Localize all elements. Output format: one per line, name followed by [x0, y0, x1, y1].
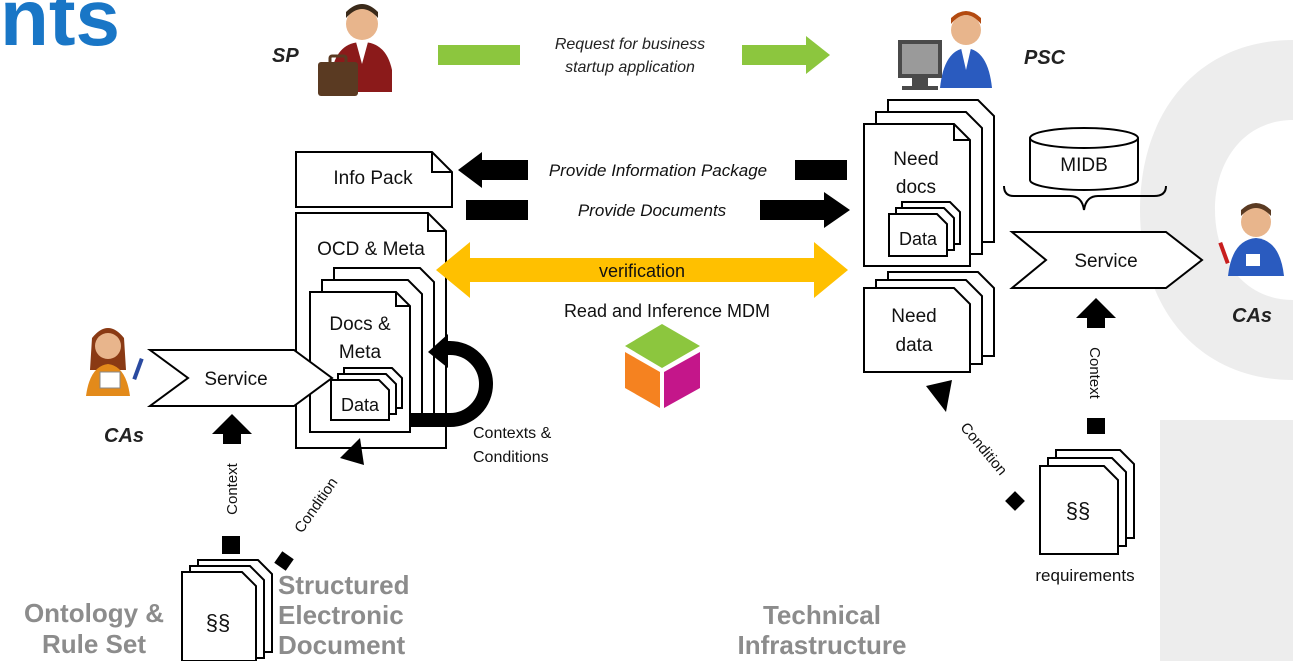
ontology-label-line2: Rule Set	[42, 629, 146, 659]
info-pack-document	[295, 151, 453, 208]
data-right-label: Data	[899, 229, 938, 249]
read-inference-label: Read and Inference MDM	[564, 301, 770, 321]
context-left-label: Context	[224, 462, 241, 515]
condition-left-label: Condition	[291, 475, 341, 537]
need-data-document-stack	[863, 271, 995, 373]
cas-right-businessman-icon	[1218, 203, 1284, 276]
psc-computer-operator-icon	[898, 11, 992, 90]
paragraphs-document-stack-right	[1039, 449, 1135, 555]
contexts-conditions-line1: Contexts &	[473, 425, 552, 442]
context-left-arrow	[212, 414, 252, 554]
service-right-label: Service	[1074, 251, 1137, 272]
need-data-label-line1: Need	[891, 306, 936, 327]
structured-label-line1: Structured	[278, 570, 409, 600]
cas-left-woman-icon	[86, 328, 144, 396]
background-watermark	[1140, 40, 1293, 661]
service-right-chevron	[1009, 231, 1204, 289]
ontology-label-line1: Ontology &	[24, 598, 164, 628]
verification-label: verification	[599, 261, 685, 281]
slide-title-fragment: nts	[0, 0, 120, 62]
cas-left-label: CAs	[104, 425, 144, 447]
need-docs-label-line2: docs	[896, 177, 936, 198]
data-left-label: Data	[341, 395, 380, 415]
context-right-arrow	[1076, 298, 1116, 434]
psc-label: PSC	[1024, 47, 1066, 69]
docs-meta-label-line1: Docs &	[329, 314, 391, 335]
info-package-label: Provide Information Package	[549, 161, 767, 180]
documents-label: Provide Documents	[578, 201, 727, 220]
midb-database-cylinder	[1029, 127, 1139, 191]
structured-label-line2: Electronic	[278, 600, 404, 630]
info-pack-label: Info Pack	[333, 168, 413, 189]
request-label-line2: startup application	[565, 59, 695, 76]
condition-left-arrow	[274, 438, 364, 571]
service-left-chevron	[146, 349, 334, 407]
condition-right-arrow	[926, 380, 1025, 511]
data-document-stack-right	[888, 201, 961, 257]
need-data-label-line2: data	[896, 335, 933, 356]
cas-right-label: CAs	[1232, 305, 1272, 327]
documents-arrow	[466, 192, 850, 228]
sp-label: SP	[272, 45, 299, 67]
verification-double-arrow	[436, 242, 848, 298]
need-docs-label-line1: Need	[893, 149, 938, 170]
ocd-meta-label: OCD & Meta	[317, 239, 425, 260]
contexts-conditions-loop-arrow	[410, 334, 493, 427]
paragraphs-right-label: §§	[1066, 498, 1090, 523]
context-right-label: Context	[1086, 347, 1103, 400]
paragraphs-left-label: §§	[206, 610, 230, 635]
sp-businessman-icon	[318, 4, 392, 96]
technical-label-line2: Infrastructure	[737, 630, 906, 660]
condition-right-label: Condition	[957, 419, 1011, 478]
midb-label: MIDB	[1060, 155, 1108, 176]
data-document-stack-left	[330, 367, 403, 421]
structured-label-line3: Document	[278, 630, 405, 660]
midb-brace	[1003, 185, 1167, 211]
request-label-line1: Request for business	[555, 36, 705, 53]
docs-meta-label-line2: Meta	[339, 342, 382, 363]
paragraphs-document-stack-left	[181, 559, 273, 661]
service-left-label: Service	[204, 369, 267, 390]
mdm-cube-logo-icon	[625, 324, 700, 408]
technical-label-line1: Technical	[763, 600, 881, 630]
contexts-conditions-line2: Conditions	[473, 449, 549, 466]
info-package-arrow	[458, 152, 847, 188]
requirements-label: requirements	[1035, 566, 1134, 585]
request-arrow	[438, 36, 830, 74]
